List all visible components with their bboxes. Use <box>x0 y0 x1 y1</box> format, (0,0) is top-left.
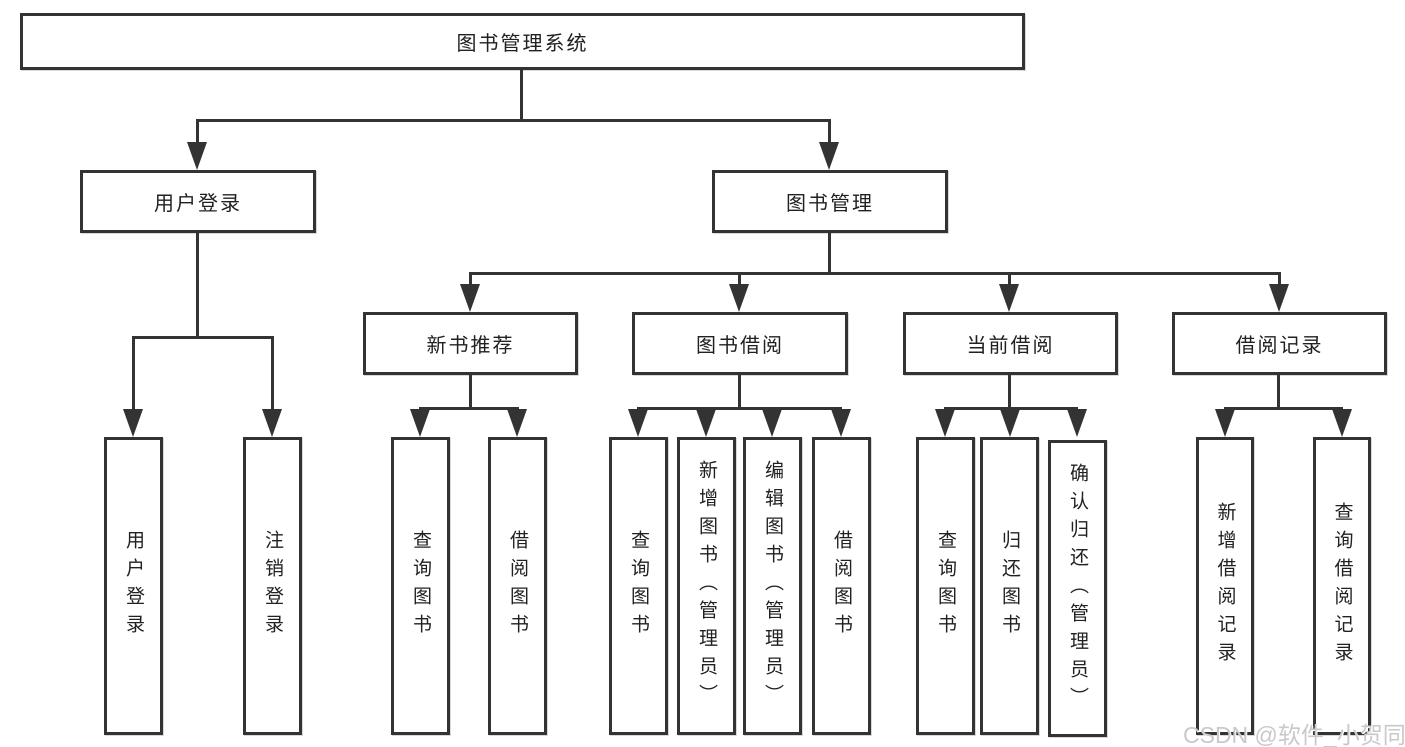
connector-line <box>196 233 199 336</box>
connector-line <box>520 70 523 119</box>
leaf-current-query-book-label: 查询图书 <box>935 530 956 642</box>
leaf-current-return-book-label: 归还图书 <box>999 530 1020 642</box>
node-user-login-label: 用户登录 <box>154 193 242 215</box>
leaf-borrow-borrow-book: 借阅图书 <box>812 437 871 735</box>
arrow-down-icon <box>1215 409 1235 437</box>
leaf-newbook-borrow-book: 借阅图书 <box>488 437 547 735</box>
arrow-down-icon <box>696 409 716 437</box>
arrow-down-icon <box>819 142 839 170</box>
leaf-newbook-query-book-label: 查询图书 <box>410 530 431 642</box>
leaf-current-return-book: 归还图书 <box>980 437 1039 735</box>
csdn-watermark: CSDN @软件_小贺同学 <box>1183 722 1405 747</box>
arrow-down-icon <box>729 284 749 312</box>
leaf-borrow-edit-book-admin-label: 编辑图书（管理员） <box>762 460 783 712</box>
leaf-borrow-query-book-label: 查询图书 <box>628 530 649 642</box>
node-new-book-recommend-label: 新书推荐 <box>426 335 515 357</box>
arrow-down-icon <box>460 284 480 312</box>
leaf-newbook-borrow-book-label: 借阅图书 <box>507 530 528 642</box>
arrow-down-icon <box>1332 409 1352 437</box>
connector-line <box>1008 272 1011 288</box>
leaf-record-query-borrow-record: 查询借阅记录 <box>1313 437 1371 735</box>
arrow-down-icon <box>1000 409 1020 437</box>
connector-line <box>132 336 274 339</box>
arrow-down-icon <box>935 409 955 437</box>
leaf-record-query-borrow-record-label: 查询借阅记录 <box>1331 502 1353 670</box>
connector-line <box>828 119 831 146</box>
node-borrow-record-label: 借阅记录 <box>1235 335 1324 357</box>
node-book-management: 图书管理 <box>712 170 948 233</box>
arrow-down-icon <box>410 409 430 437</box>
connector-line <box>419 407 519 410</box>
node-current-borrow: 当前借阅 <box>903 312 1118 375</box>
leaf-borrow-query-book: 查询图书 <box>609 437 668 735</box>
connector-line <box>828 233 831 272</box>
leaf-current-query-book: 查询图书 <box>916 437 975 735</box>
node-new-book-recommend: 新书推荐 <box>363 312 578 375</box>
leaf-record-add-borrow-record-label: 新增借阅记录 <box>1214 502 1236 670</box>
leaf-borrow-add-book-admin: 新增图书（管理员） <box>677 437 736 735</box>
arrow-down-icon <box>1269 284 1289 312</box>
node-book-management-label: 图书管理 <box>786 193 874 215</box>
connector-line <box>1278 272 1281 288</box>
connector-line <box>1224 407 1343 410</box>
connector-line <box>469 272 472 288</box>
node-borrow-record: 借阅记录 <box>1172 312 1387 375</box>
connector-line <box>1277 375 1280 407</box>
connector-line <box>132 336 135 411</box>
connector-line <box>469 375 472 407</box>
connector-line <box>738 375 741 407</box>
arrow-down-icon <box>1067 409 1087 437</box>
arrow-down-icon <box>507 409 527 437</box>
connector-line <box>196 119 199 146</box>
leaf-newbook-query-book: 查询图书 <box>391 437 450 735</box>
node-current-borrow-label: 当前借阅 <box>966 335 1055 357</box>
leaf-user-login-label: 用户登录 <box>123 530 144 642</box>
leaf-borrow-borrow-book-label: 借阅图书 <box>831 530 852 642</box>
leaf-logout-label: 注销登录 <box>262 530 283 642</box>
connector-line <box>196 119 831 122</box>
arrow-down-icon <box>123 409 143 437</box>
connector-line <box>1008 375 1011 407</box>
arrow-down-icon <box>999 284 1019 312</box>
leaf-record-add-borrow-record: 新增借阅记录 <box>1196 437 1254 735</box>
arrow-down-icon <box>628 409 648 437</box>
node-root: 图书管理系统 <box>20 13 1025 70</box>
node-root-label: 图书管理系统 <box>456 33 589 55</box>
arrow-down-icon <box>262 409 282 437</box>
connector-line <box>469 272 1281 275</box>
connector-line <box>637 407 842 410</box>
arrow-down-icon <box>187 142 207 170</box>
node-book-borrow-label: 图书借阅 <box>696 335 784 357</box>
leaf-logout: 注销登录 <box>243 437 302 735</box>
arrow-down-icon <box>762 409 782 437</box>
arrow-down-icon <box>831 409 851 437</box>
connector-line <box>271 336 274 411</box>
connector-line <box>738 272 741 288</box>
leaf-current-confirm-return-admin: 确认归还（管理员） <box>1048 440 1107 737</box>
node-user-login: 用户登录 <box>80 170 316 233</box>
connector-line <box>944 407 1078 410</box>
leaf-user-login: 用户登录 <box>104 437 163 735</box>
leaf-current-confirm-return-admin-label: 确认归还（管理员） <box>1067 462 1088 715</box>
leaf-borrow-add-book-admin-label: 新增图书（管理员） <box>696 460 717 712</box>
leaf-borrow-edit-book-admin: 编辑图书（管理员） <box>743 437 802 735</box>
node-book-borrow: 图书借阅 <box>632 312 848 375</box>
